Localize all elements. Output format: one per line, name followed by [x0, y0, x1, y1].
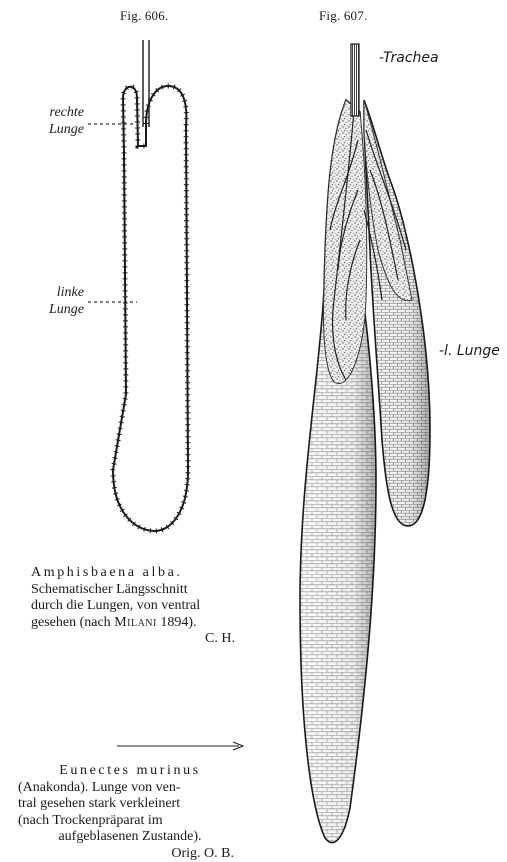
- caption-607-species: Eunectes murinus: [18, 763, 242, 780]
- label-trachea: -Trachea: [379, 50, 439, 66]
- caption-607-line3: tral gesehen stark verkleinert: [18, 796, 242, 813]
- caption-606-credit: C. H.: [31, 631, 279, 648]
- fig606-wall-ticks: [113, 86, 188, 531]
- fig606-number: Fig. 606.: [120, 8, 168, 24]
- label-rechte-line1: rechte: [24, 104, 84, 121]
- fig607-large-lung-vascular: [323, 100, 366, 383]
- caption-606-species: Amphisbaena alba.: [31, 565, 279, 582]
- fig607-drawing: [300, 44, 430, 843]
- caption-fig607: Eunectes murinus (Anakonda). Lunge von v…: [18, 763, 242, 862]
- fig607-number: Fig. 607.: [319, 8, 367, 24]
- caption-fig606: Amphisbaena alba. Schematischer Längssch…: [31, 565, 279, 648]
- fig606-drawing: [88, 40, 188, 531]
- caption-606-line2: Schematischer Längsschnitt: [31, 582, 279, 599]
- label-rechte-line2: Lunge: [24, 121, 84, 138]
- caption-607-credit: Orig. O. B.: [18, 846, 242, 862]
- caption-607-line4: (nach Trockenpräparat im: [18, 813, 242, 830]
- caption-606-author: Milani: [114, 615, 157, 630]
- caption-607-line2: (Anakonda). Lunge von ven-: [18, 780, 242, 797]
- caption-arrow: [115, 740, 247, 752]
- fig607-trachea: [351, 44, 359, 116]
- label-rechte-lunge: rechte Lunge: [24, 104, 84, 138]
- caption-606-line4: gesehen (nach Milani 1894).: [31, 615, 279, 632]
- label-linke-line2: Lunge: [24, 301, 84, 318]
- caption-606-line4-a: gesehen (nach: [31, 615, 114, 630]
- caption-607-line5: aufgeblasenen Zustande).: [18, 829, 242, 846]
- label-l-lunge: -l. Lunge: [439, 343, 500, 359]
- label-linke-line1: linke: [24, 284, 84, 301]
- label-linke-lunge: linke Lunge: [24, 284, 84, 318]
- caption-606-line3: durch die Lungen, von ventral: [31, 598, 279, 615]
- caption-606-line4-b: 1894).: [157, 615, 197, 630]
